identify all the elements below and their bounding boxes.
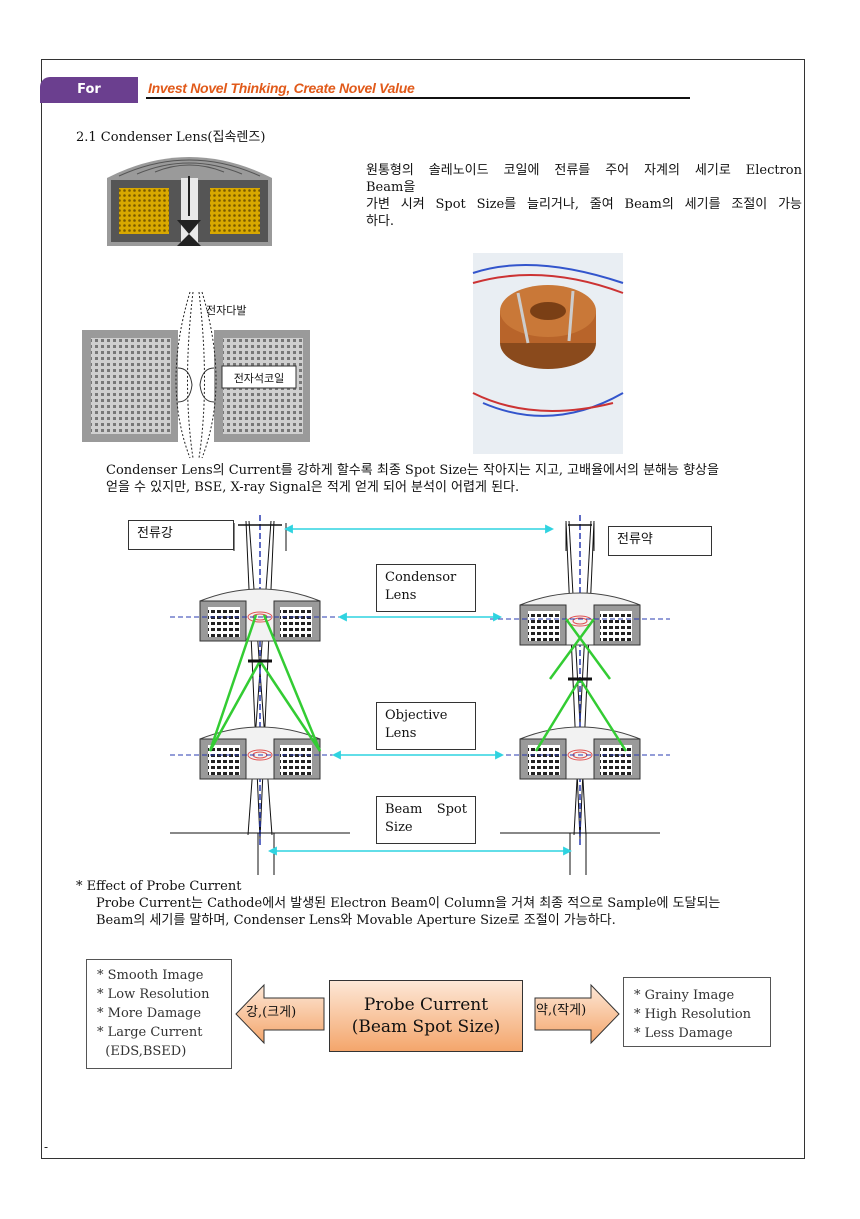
left-arrow-shape [235, 983, 325, 1045]
effect-item: * Large Current [97, 1025, 203, 1040]
current-line: Condenser Lens의 Current를 강하게 할수록 최종 Spot… [106, 463, 719, 478]
intro-line: 원통형의 솔레노이드 코일에 전류를 주어 자계의 세기로 Electron [366, 163, 802, 178]
slogan: Invest Novel Thinking, Create Novel Valu… [148, 80, 415, 96]
slogan-underline [146, 97, 690, 99]
probe-heading: * Effect of Probe Current [76, 879, 242, 894]
strong-current-label: 전류강 [128, 520, 234, 550]
page-frame [41, 59, 805, 1159]
current-line: 얻을 수 있지만, BSE, X-ray Signal은 적게 얻게 되어 분석… [106, 480, 520, 495]
footer-mark: - [44, 1140, 49, 1154]
probe-current-title: Probe Current [363, 995, 489, 1015]
effect-item: * Low Resolution [97, 987, 210, 1002]
intro-line: 하다. [366, 214, 395, 229]
probe-line: Beam의 세기를 말하며, Condenser Lens와 Movable A… [96, 913, 616, 928]
objective-lens-label: Objective Lens [376, 702, 476, 750]
intro-paragraph: 원통형의 솔레노이드 코일에 전류를 주어 자계의 세기로 Electron B… [366, 162, 802, 230]
probe-current-box: Probe Current (Beam Spot Size) [329, 980, 523, 1052]
probe-line: Probe Current는 Cathode에서 발생된 Electron Be… [96, 896, 721, 911]
right-arrow-shape [534, 983, 620, 1045]
effect-item: * High Resolution [634, 1007, 752, 1022]
magnetic-coil-label: 전자석코일 [234, 371, 285, 385]
effect-item: * Smooth Image [97, 968, 204, 983]
left-arrow-label: 강,(크게) [246, 1005, 297, 1020]
small-current-effects: * Grainy Image * High Resolution * Less … [623, 977, 771, 1047]
copper-coil-photo [472, 253, 624, 454]
effect-item: (EDS,BSED) [97, 1044, 187, 1059]
beam-spot-diagram [170, 515, 670, 875]
lens-cross-section-figure [107, 157, 272, 246]
large-current-effects: * Smooth Image * Low Resolution * More D… [86, 959, 232, 1069]
condensor-lens-label: Condensor Lens [376, 564, 476, 612]
effect-item: * More Damage [97, 1006, 202, 1021]
right-arrow-label: 약,(작게) [536, 1003, 587, 1018]
customer-tag: For Customer [40, 77, 138, 123]
beam-spot-size-label: Beam Spot Size [376, 796, 476, 844]
probe-paragraph: Probe Current는 Cathode에서 발생된 Electron Be… [96, 895, 802, 929]
intro-line: 가변 시켜 Spot Size를 늘리거나, 줄여 Beam의 세기를 조절이 … [366, 197, 802, 212]
electromagnetic-coil-figure: 전자석코일 전자다발 [82, 291, 310, 459]
current-paragraph: Condenser Lens의 Current를 강하게 할수록 최종 Spot… [106, 462, 806, 496]
weak-current-label: 전류약 [608, 526, 712, 556]
effect-item: * Less Damage [634, 1026, 733, 1041]
intro-line: Beam을 [366, 180, 416, 195]
section-title: 2.1 Condenser Lens(집속렌즈) [76, 130, 266, 145]
electron-beam-label: 전자다발 [206, 304, 246, 317]
probe-current-subtitle: (Beam Spot Size) [351, 1017, 501, 1037]
effect-item: * Grainy Image [634, 988, 735, 1003]
